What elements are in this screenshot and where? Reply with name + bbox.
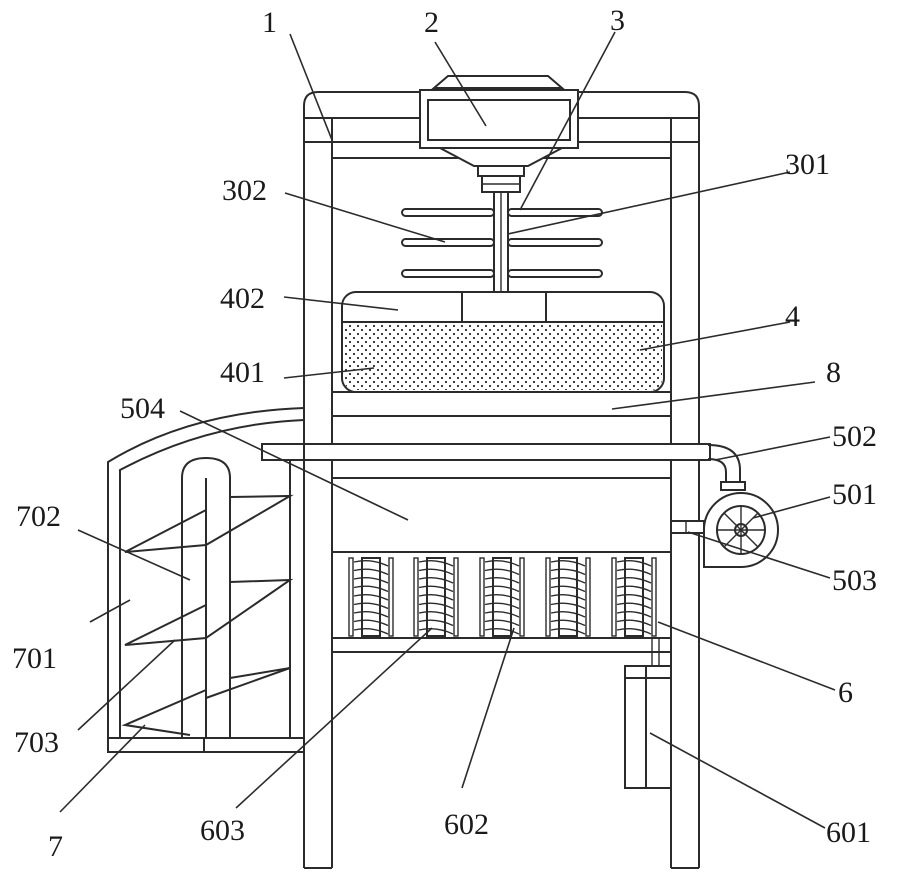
heating-coils [349,558,656,636]
screw-conveyor [125,458,290,738]
label-402: 402 [220,282,265,315]
label-601: 601 [826,816,871,849]
label-7: 7 [48,830,63,863]
label-504: 504 [120,392,165,425]
filter-box [342,292,664,392]
heating-coil-unit [612,558,656,636]
air-outlet [671,521,704,533]
label-703: 703 [14,726,59,759]
blower [704,493,778,567]
label-602: 602 [444,808,489,841]
label-501: 501 [832,478,877,511]
blower-pipe [708,445,745,490]
duct [262,444,710,460]
label-302: 302 [222,174,267,207]
label-701: 701 [12,642,57,675]
heating-coil-unit [349,558,393,636]
label-301: 301 [785,148,830,181]
heating-coil-unit [480,558,524,636]
label-401: 401 [220,356,265,389]
label-2: 2 [424,6,439,39]
label-6: 6 [838,676,853,709]
label-4: 4 [785,300,800,333]
heating-coil-unit [414,558,458,636]
power-box [625,638,671,788]
label-503: 503 [832,564,877,597]
motor [420,76,578,192]
label-502: 502 [832,420,877,453]
stirring-shaft [494,192,508,294]
label-3: 3 [610,4,625,37]
label-1: 1 [262,6,277,39]
label-8: 8 [826,356,841,389]
heating-coil-unit [546,558,590,636]
label-702: 702 [16,500,61,533]
label-603: 603 [200,814,245,847]
